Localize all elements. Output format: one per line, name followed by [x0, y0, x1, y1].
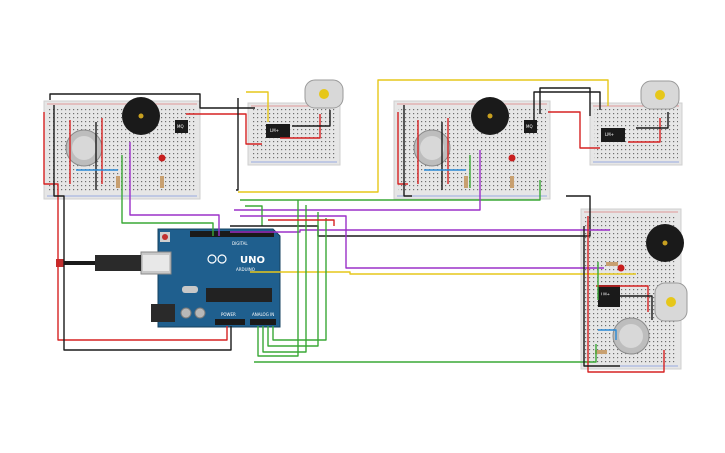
wire-black-21[interactable] — [403, 105, 412, 197]
svg-text:MQ: MQ — [526, 124, 533, 129]
gas-sensor-2[interactable] — [413, 129, 451, 167]
wire-yellow-34[interactable] — [250, 271, 636, 275]
arduino-logo-icon — [207, 254, 217, 264]
gas-sensor-3[interactable] — [612, 317, 650, 355]
atmega-chip — [206, 288, 272, 302]
breadboard-small-1[interactable] — [247, 102, 341, 166]
wire-red-30[interactable] — [628, 118, 661, 143]
led-3[interactable] — [617, 264, 625, 272]
svg-text:LM+: LM+ — [605, 132, 614, 137]
resistor-4[interactable] — [510, 176, 514, 188]
wires — [43, 79, 669, 373]
digital-label: DIGITAL — [232, 241, 248, 246]
relay-chip-1[interactable]: LM+ — [266, 124, 290, 138]
wire-black-9[interactable] — [49, 93, 255, 109]
wire-black-39[interactable] — [600, 295, 653, 320]
arduino-model-label: UNO — [240, 255, 265, 266]
resistor-6[interactable] — [606, 262, 618, 266]
wire-red-38[interactable] — [596, 285, 649, 312]
wire-red-36[interactable] — [587, 216, 665, 373]
dc-motor-2[interactable] — [640, 80, 680, 110]
resistor-2[interactable] — [160, 176, 164, 188]
digital-header — [190, 231, 274, 237]
wire-red-46[interactable] — [268, 219, 335, 226]
svg-text:MQ: MQ — [177, 124, 184, 129]
resistor-5[interactable] — [595, 350, 607, 354]
wire-red-13[interactable] — [280, 114, 321, 139]
wire-green-35[interactable] — [254, 344, 597, 363]
power-header — [215, 319, 245, 325]
wire-black-28[interactable] — [539, 87, 591, 116]
wire-black-27[interactable] — [533, 91, 601, 120]
power-jack — [151, 304, 175, 322]
wire-green-18[interactable] — [245, 205, 263, 226]
wire-red-29[interactable] — [548, 111, 600, 149]
sensor-module-1[interactable]: MQ — [175, 120, 188, 133]
arduino-brand-label: ARDUINO — [236, 267, 255, 272]
crystal — [182, 286, 198, 293]
wire-yellow-12[interactable] — [246, 91, 269, 122]
wire-red-10[interactable] — [186, 113, 262, 145]
wire-red-1[interactable] — [43, 112, 228, 341]
wire-purple-8[interactable] — [129, 142, 220, 236]
wire-blue-40[interactable] — [598, 329, 617, 340]
usb-cable — [56, 255, 141, 271]
wire-green-7[interactable] — [121, 155, 214, 236]
arduino-uno-board[interactable]: UNO ARDUINO DIGITAL POWER ANALOG IN — [140, 228, 281, 328]
sensor-module-2[interactable]: MQ — [524, 120, 537, 133]
wire-black-11[interactable] — [236, 98, 239, 191]
wire-green-44[interactable] — [267, 212, 319, 347]
power-label: POWER — [221, 312, 236, 317]
wire-purple-17[interactable] — [234, 150, 481, 211]
dc-motor-1[interactable] — [304, 79, 344, 109]
wire-green-42[interactable] — [257, 200, 299, 357]
wire-black-14[interactable] — [292, 110, 331, 127]
svg-text:LM+: LM+ — [601, 292, 610, 297]
wire-green-43[interactable] — [262, 205, 307, 353]
wire-yellow-15[interactable] — [238, 79, 609, 193]
analog-label: ANALOG IN — [252, 312, 274, 317]
wire-purple-33[interactable] — [230, 229, 610, 233]
wire-black-19[interactable] — [230, 195, 591, 237]
capacitor-right — [194, 307, 206, 319]
relay-chip-2[interactable]: LM+ — [601, 128, 625, 142]
led-2[interactable] — [508, 154, 516, 162]
wire-black-31[interactable] — [636, 112, 669, 129]
wire-purple-32[interactable] — [240, 215, 604, 269]
wire-black-2[interactable] — [53, 105, 232, 351]
wire-green-45[interactable] — [272, 218, 327, 341]
resistor-3[interactable] — [464, 176, 468, 188]
gas-sensor-1[interactable] — [65, 129, 103, 167]
resistor-1[interactable] — [116, 176, 120, 188]
wire-green-16[interactable] — [240, 180, 541, 201]
svg-text:LM+: LM+ — [270, 128, 279, 133]
dc-motor-3[interactable] — [654, 282, 688, 322]
analog-header — [250, 319, 276, 325]
buzzer-1[interactable] — [122, 97, 160, 135]
wire-black-37[interactable] — [583, 226, 620, 367]
capacitor-left — [180, 307, 192, 319]
buzzer-2[interactable] — [471, 97, 509, 135]
buzzer-3[interactable] — [646, 224, 684, 262]
led-1[interactable] — [158, 154, 166, 162]
